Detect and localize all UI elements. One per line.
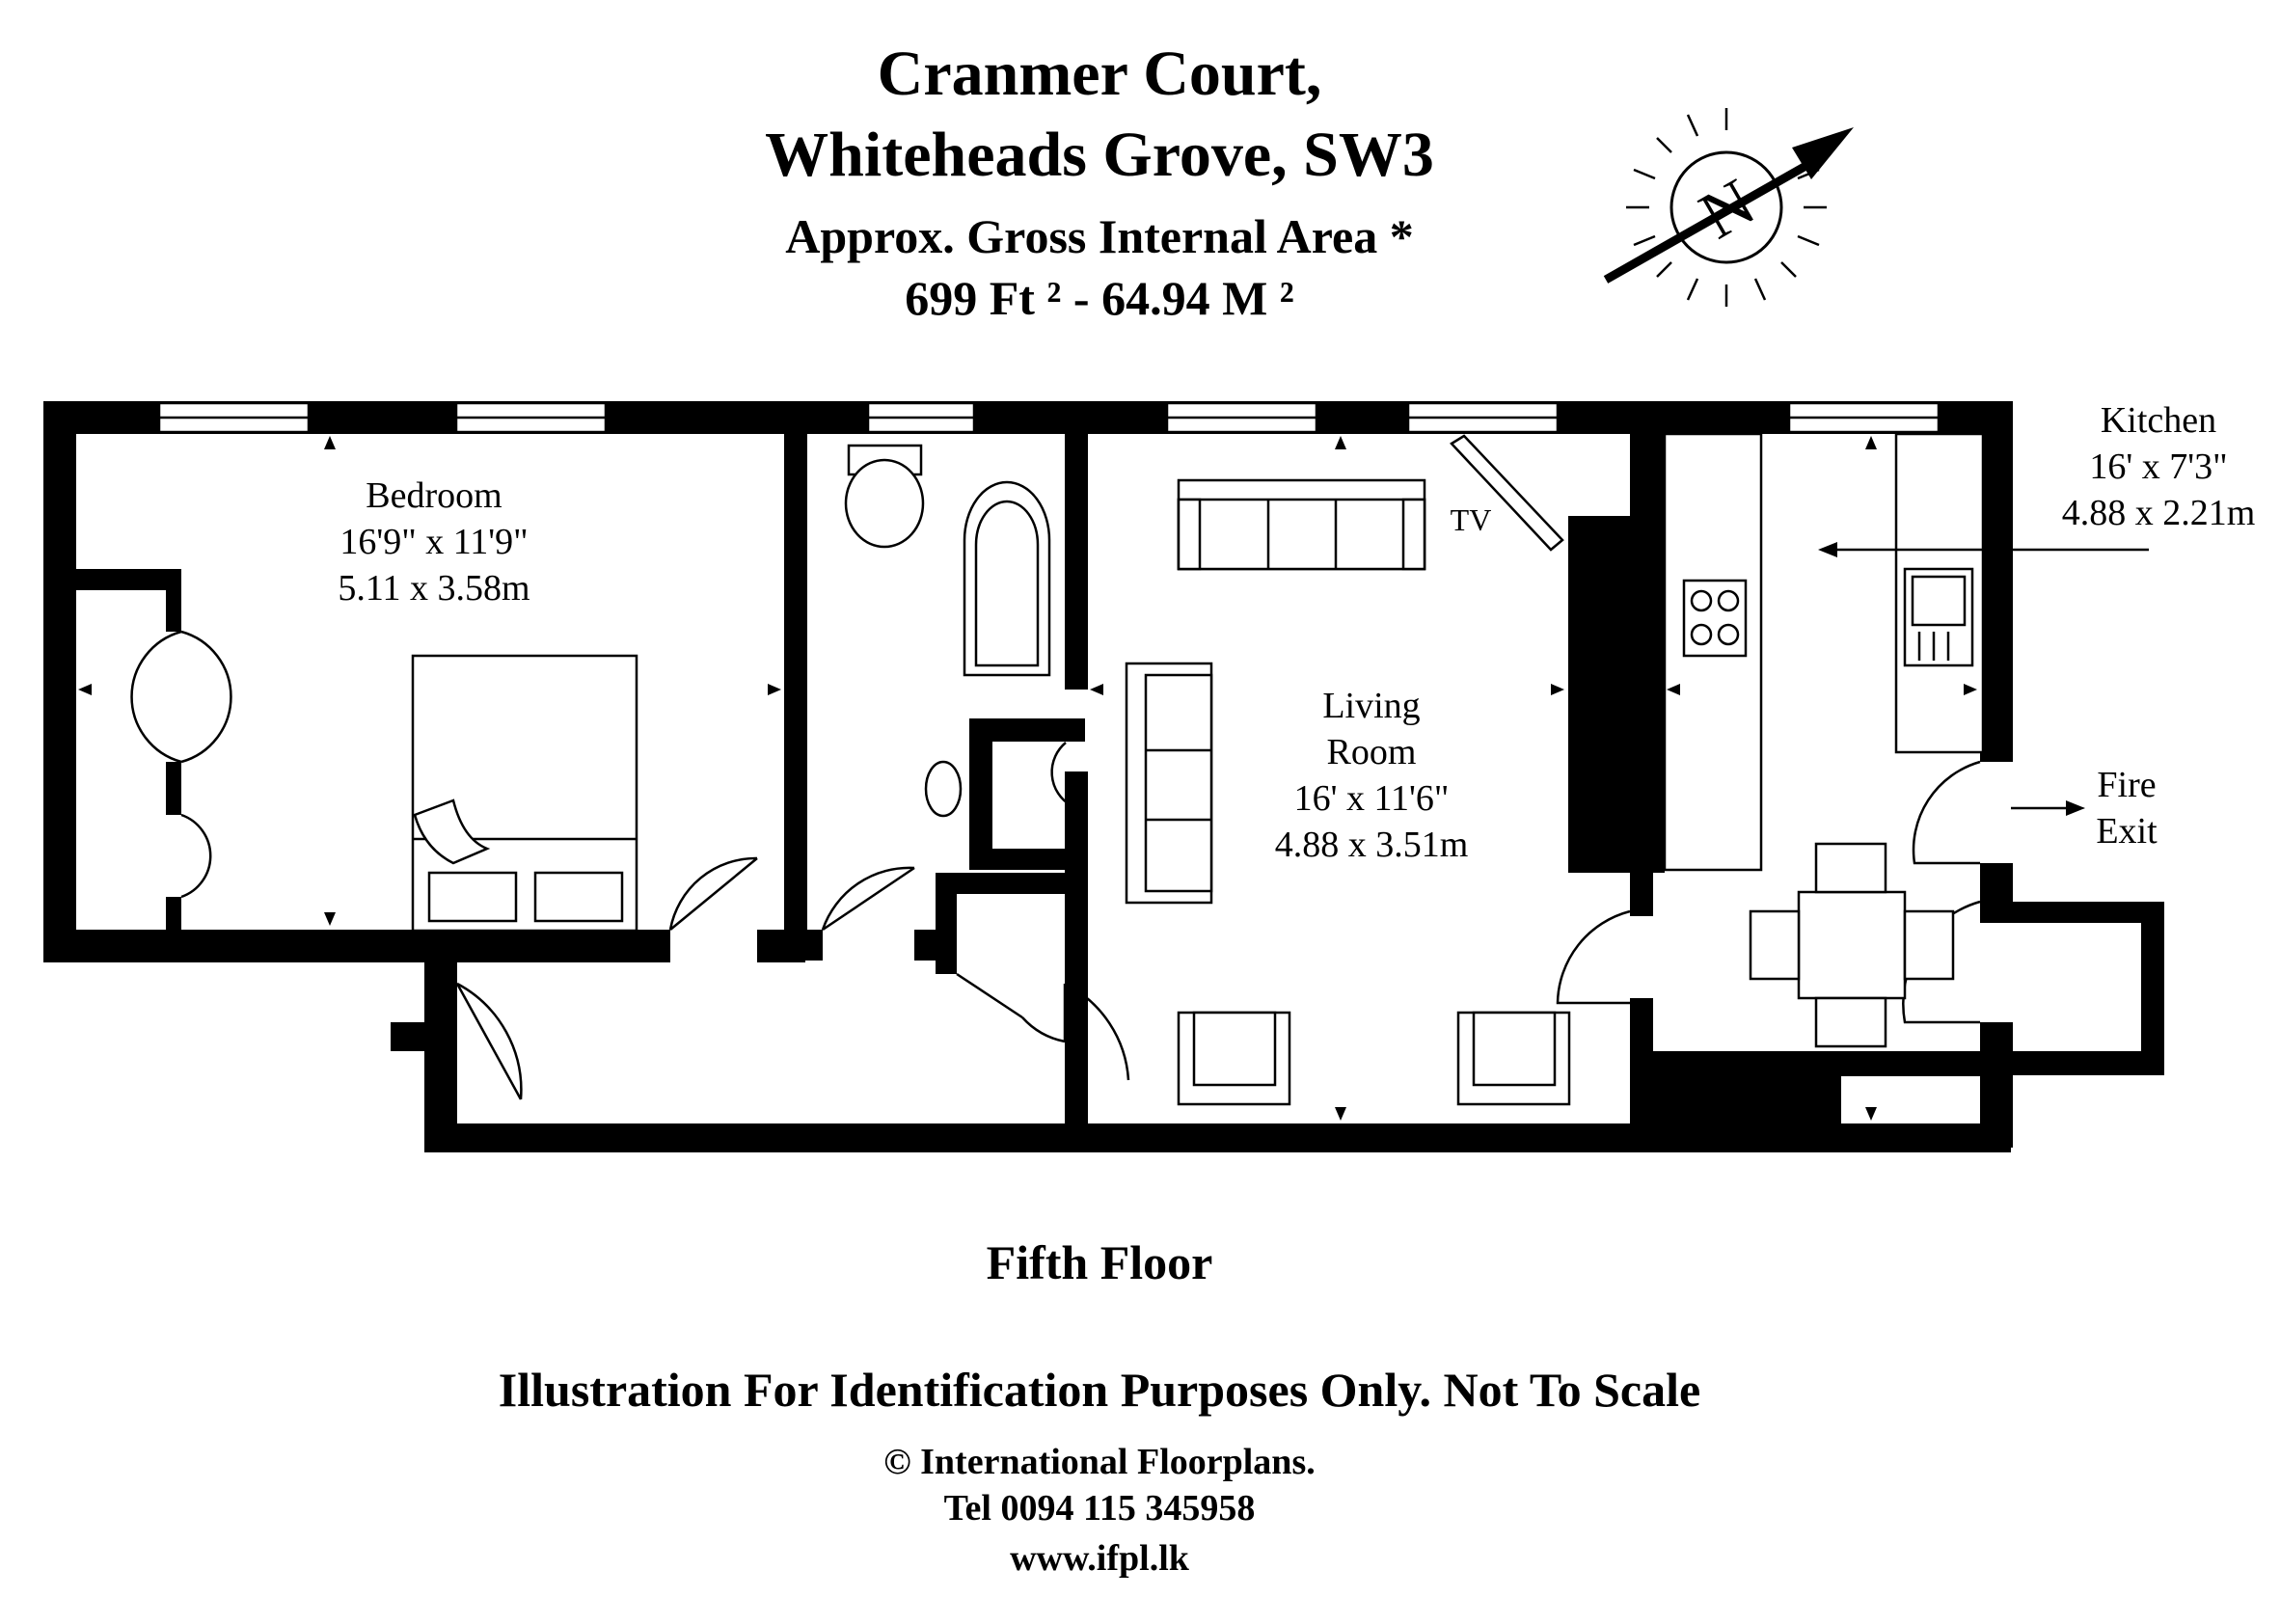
- kitchen-imperial: 16' x 7'3": [2089, 447, 2227, 487]
- property-address: Whiteheads Grove, SW3: [765, 120, 1434, 190]
- kitchen-label-arrow: [1818, 542, 2149, 557]
- dimension-markers: [78, 436, 1977, 1121]
- disclaimer: Illustration For Identification Purposes…: [499, 1363, 1700, 1417]
- living-label-2: Room: [1327, 732, 1417, 772]
- windows: [157, 401, 1941, 434]
- hob: [1682, 579, 1748, 658]
- area-value: 699 Ft ² - 64.94 M ²: [905, 271, 1294, 325]
- bedroom-imperial: 16'9" x 11'9": [339, 522, 528, 562]
- tv-unit: [1450, 434, 1564, 552]
- company-website: www.ifpl.lk: [1010, 1538, 1190, 1579]
- kitchen-metric: 4.88 x 2.21m: [2062, 493, 2256, 533]
- armchair-left: [1177, 1011, 1291, 1106]
- armchair-right: [1456, 1011, 1571, 1106]
- sofa: [1177, 478, 1426, 571]
- kitchen-label: Kitchen: [2101, 400, 2216, 441]
- basin: [924, 760, 963, 818]
- entrance-arrow-icon: [391, 1005, 448, 1069]
- north-arrow-icon: N: [1603, 108, 1854, 307]
- property-name: Cranmer Court,: [878, 39, 1322, 109]
- walls: [43, 401, 2164, 1152]
- area-heading: Approx. Gross Internal Area *: [785, 209, 1413, 263]
- fire-exit-label-2: Exit: [2096, 811, 2158, 852]
- dining-table: [1749, 842, 1955, 1048]
- fire-exit-arrow: [2011, 800, 2085, 816]
- living-imperial: 16' x 11'6": [1294, 778, 1450, 819]
- sofa-side: [1125, 662, 1213, 905]
- doors: [130, 630, 1981, 1100]
- living-metric: 4.88 x 3.51m: [1275, 825, 1469, 865]
- bedroom-metric: 5.11 x 3.58m: [338, 568, 529, 609]
- living-label-1: Living: [1322, 686, 1420, 726]
- floor-label: Fifth Floor: [987, 1235, 1213, 1289]
- tv-label: TV: [1451, 502, 1492, 537]
- company-name: © International Floorplans.: [883, 1442, 1315, 1482]
- furniture: [411, 432, 1985, 1106]
- fire-exit-label-1: Fire: [2097, 765, 2156, 805]
- bedroom-label: Bedroom: [366, 475, 502, 516]
- bathtub: [963, 480, 1051, 677]
- company-phone: Tel 0094 115 345958: [944, 1488, 1256, 1529]
- sink: [1903, 567, 1974, 667]
